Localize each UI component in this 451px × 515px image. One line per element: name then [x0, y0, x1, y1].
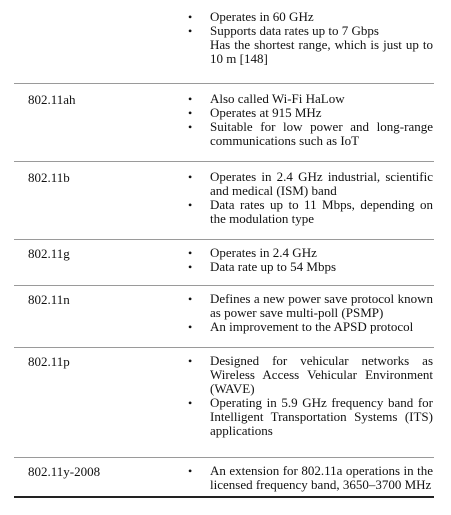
feature-list: • Operates in 60 GHz • Supports data rat… — [174, 10, 433, 66]
table-row: 802.11n • Defines a new power save proto… — [14, 286, 434, 348]
feature-list: • Operates in 2.4 GHz industrial, scient… — [174, 170, 433, 226]
list-item: • Data rate up to 54 Mbps — [188, 259, 337, 275]
list-item-continuation: Has the shortest range, which is just up… — [210, 37, 433, 66]
list-item: • Suitable for low power and long-range … — [188, 119, 433, 148]
standard-name: 802.11ah — [28, 92, 76, 107]
standard-name: 802.11g — [28, 246, 70, 261]
table-row: 802.11g • Operates in 2.4 GHz • Data rat… — [14, 240, 434, 286]
table-row: • Operates in 60 GHz • Supports data rat… — [14, 0, 434, 84]
table-row: 802.11b • Operates in 2.4 GHz industrial… — [14, 162, 434, 240]
list-item: • Also called Wi-Fi HaLow — [188, 91, 345, 107]
list-item: • Operates at 915 MHz — [188, 105, 322, 121]
bullet-icon: • — [188, 464, 193, 478]
bullet-icon: • — [188, 320, 193, 334]
list-item: • An improvement to the APSD protocol — [188, 319, 414, 335]
list-item: • Data rates up to 11 Mbps, depending on… — [188, 197, 433, 226]
list-item: • Operates in 2.4 GHz industrial, scient… — [188, 169, 433, 198]
bullet-icon: • — [188, 396, 193, 410]
bullet-icon: • — [188, 120, 193, 134]
list-item: • An extension for 802.11a operations in… — [188, 463, 433, 492]
feature-list: • Designed for vehicular networks as Wir… — [174, 354, 433, 438]
feature-list: • Defines a new power save protocol know… — [174, 291, 433, 335]
bullet-icon: • — [188, 92, 193, 106]
bullet-icon: • — [188, 10, 193, 24]
bullet-icon: • — [188, 170, 193, 184]
standard-name: 802.11y-2008 — [28, 464, 101, 479]
list-item: • Supports data rates up to 7 Gbps — [188, 23, 379, 39]
list-item: • Operates in 60 GHz — [188, 9, 314, 25]
list-item: • Operating in 5.9 GHz frequency band fo… — [188, 395, 433, 438]
bullet-icon: • — [188, 106, 193, 120]
feature-list: • An extension for 802.11a operations in… — [174, 464, 433, 492]
table-row: 802.11ah • Also called Wi-Fi HaLow • Ope… — [14, 84, 434, 162]
standard-name: 802.11n — [28, 292, 70, 307]
feature-list: • Operates in 2.4 GHz • Data rate up to … — [174, 245, 433, 275]
list-item: • Defines a new power save protocol know… — [188, 291, 433, 320]
table-row: 802.11p • Designed for vehicular network… — [14, 348, 434, 458]
bullet-icon: • — [188, 260, 193, 274]
list-item: • Operates in 2.4 GHz — [188, 245, 317, 261]
standard-name: 802.11p — [28, 354, 70, 369]
bullet-icon: • — [188, 198, 193, 212]
table-row: 802.11y-2008 • An extension for 802.11a … — [14, 458, 434, 498]
list-item: • Designed for vehicular networks as Wir… — [188, 353, 433, 396]
bullet-icon: • — [188, 292, 193, 306]
feature-list: • Also called Wi-Fi HaLow • Operates at … — [174, 92, 433, 148]
bullet-icon: • — [188, 246, 193, 260]
standard-name: 802.11b — [28, 170, 70, 185]
bullet-icon: • — [188, 24, 193, 38]
bullet-icon: • — [188, 354, 193, 368]
